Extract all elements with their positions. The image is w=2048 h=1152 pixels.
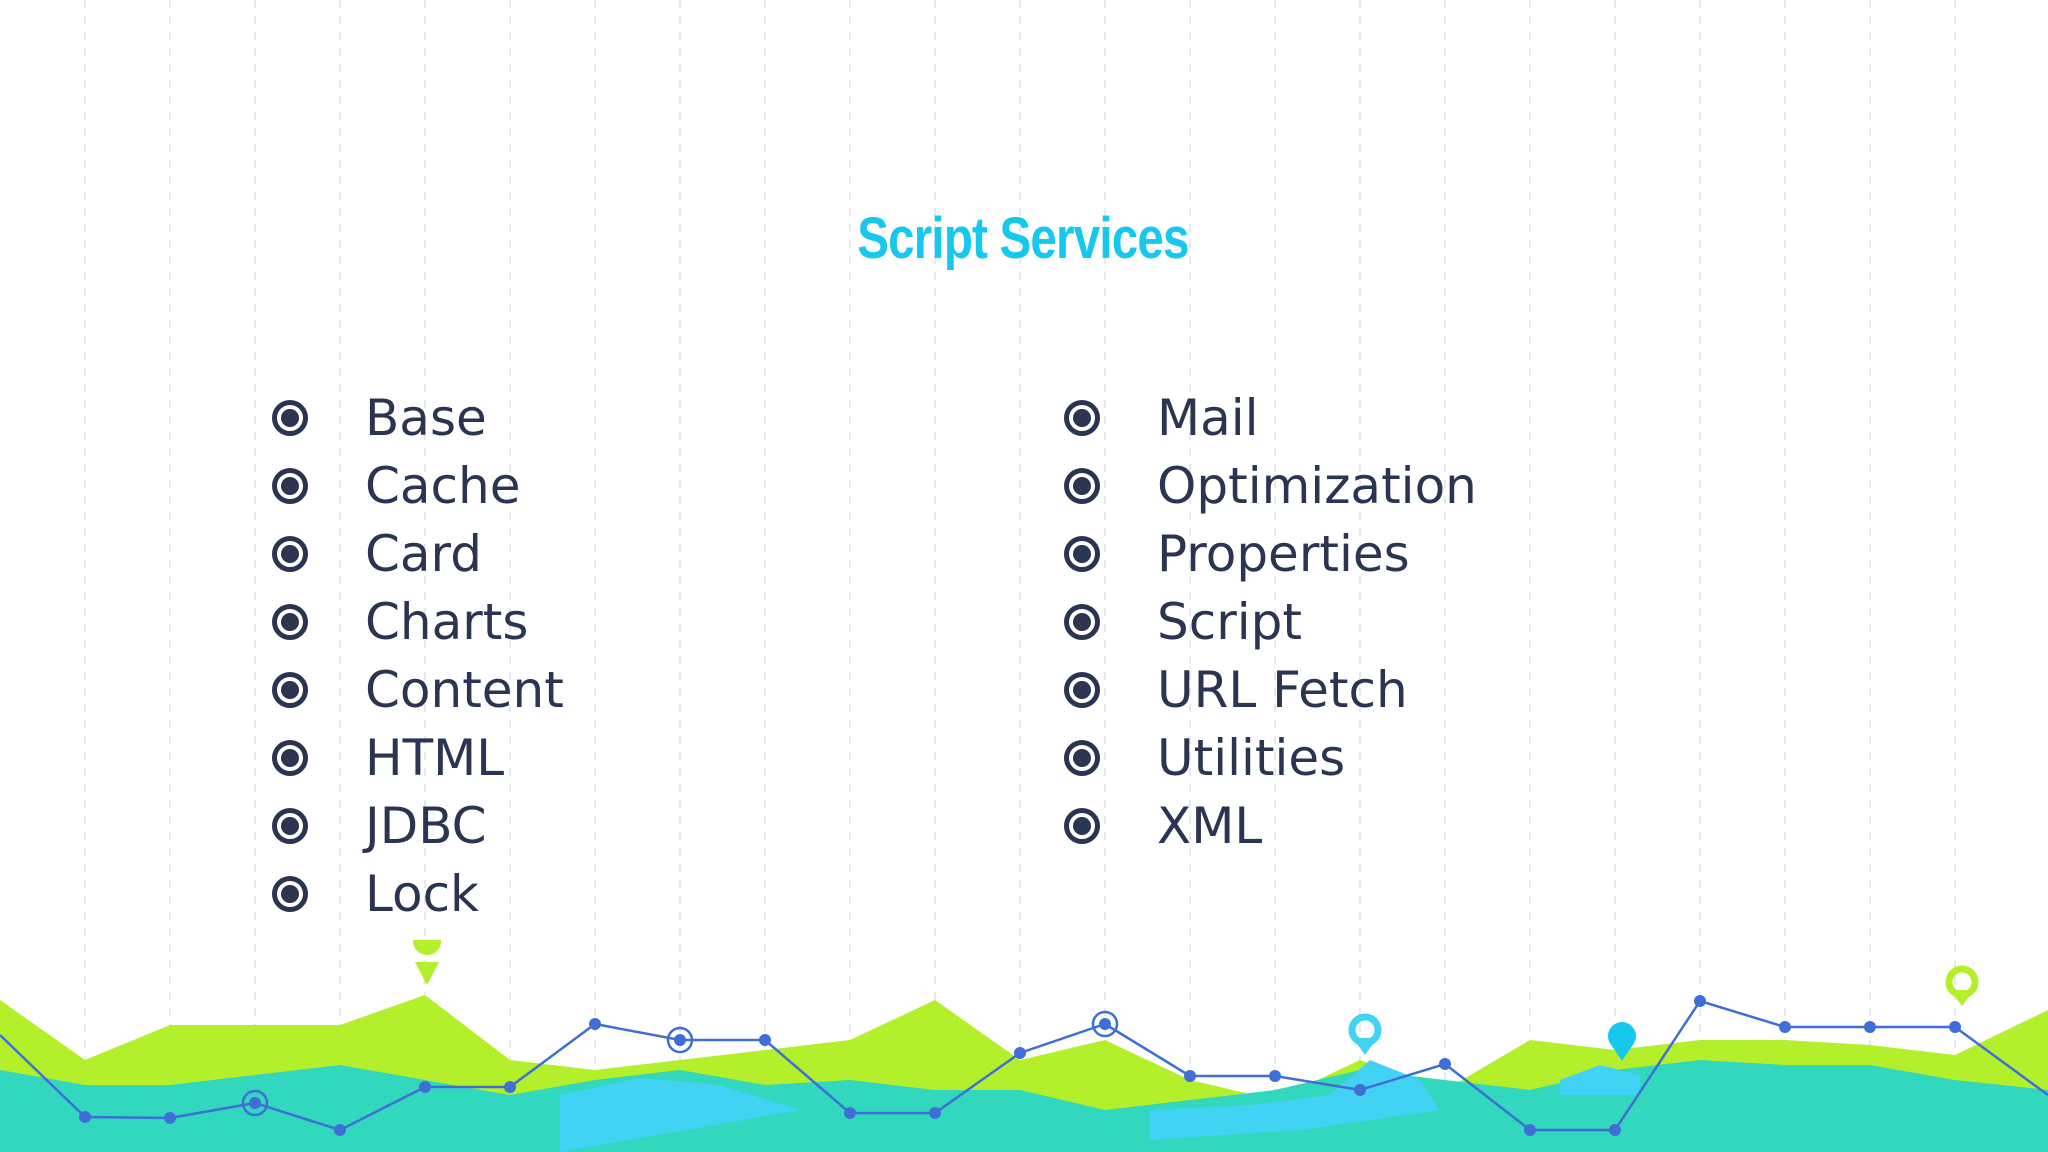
map-pin-icon: [413, 940, 442, 985]
radio-bullet-icon: [272, 604, 308, 640]
list-item-label: Script: [1157, 593, 1303, 651]
radio-bullet-icon: [1064, 536, 1100, 572]
list-item-label: Content: [365, 661, 564, 719]
map-pin-icon: [1945, 965, 1979, 1006]
list-item-label: JDBC: [365, 797, 487, 855]
radio-bullet-icon: [1064, 468, 1100, 504]
list-item-label: HTML: [365, 729, 505, 787]
list-item-label: Charts: [365, 593, 529, 651]
radio-bullet-icon: [1064, 808, 1100, 844]
list-item: Base: [272, 384, 564, 452]
radio-bullet-icon: [1064, 672, 1100, 708]
radio-bullet-icon: [1064, 400, 1100, 436]
radio-bullet-icon: [272, 876, 308, 912]
list-item: Lock: [272, 860, 564, 928]
map-pin-icon: [1348, 1013, 1382, 1055]
list-item-label: Utilities: [1157, 729, 1346, 787]
list-item-label: Cache: [365, 457, 521, 515]
list-item: JDBC: [272, 792, 564, 860]
list-item-label: Mail: [1157, 389, 1259, 447]
list-item: Script: [1064, 588, 1477, 656]
list-item: Content: [272, 656, 564, 724]
list-item: Card: [272, 520, 564, 588]
footer-decoration: [0, 940, 2048, 1152]
list-item: Mail: [1064, 384, 1477, 452]
services-list-left: Base Cache Card Charts Content HTML JDBC…: [272, 384, 564, 928]
radio-bullet-icon: [272, 808, 308, 844]
cyan-wave: [1560, 1065, 1640, 1095]
radio-bullet-icon: [1064, 740, 1100, 776]
services-list-right: Mail Optimization Properties Script URL …: [1064, 384, 1477, 860]
slide-title: Script Services: [857, 206, 1189, 271]
list-item: HTML: [272, 724, 564, 792]
list-item: Properties: [1064, 520, 1477, 588]
list-item-label: Optimization: [1157, 457, 1477, 515]
list-item: XML: [1064, 792, 1477, 860]
list-item: Optimization: [1064, 452, 1477, 520]
radio-bullet-icon: [272, 468, 308, 504]
list-item-label: URL Fetch: [1157, 661, 1408, 719]
list-item-label: Base: [365, 389, 487, 447]
cyan-wave: [560, 1078, 800, 1152]
radio-bullet-icon: [272, 536, 308, 572]
list-item-label: Lock: [365, 865, 480, 923]
radio-bullet-icon: [1064, 604, 1100, 640]
radio-bullet-icon: [272, 740, 308, 776]
radio-bullet-icon: [272, 400, 308, 436]
list-item: Cache: [272, 452, 564, 520]
list-item: Utilities: [1064, 724, 1477, 792]
list-item-label: XML: [1157, 797, 1263, 855]
map-pin-icon: [1608, 1022, 1636, 1061]
radio-bullet-icon: [272, 672, 308, 708]
list-item: Charts: [272, 588, 564, 656]
cyan-wave: [1150, 1060, 1440, 1140]
list-item-label: Card: [365, 525, 482, 583]
list-item: URL Fetch: [1064, 656, 1477, 724]
list-item-label: Properties: [1157, 525, 1410, 583]
